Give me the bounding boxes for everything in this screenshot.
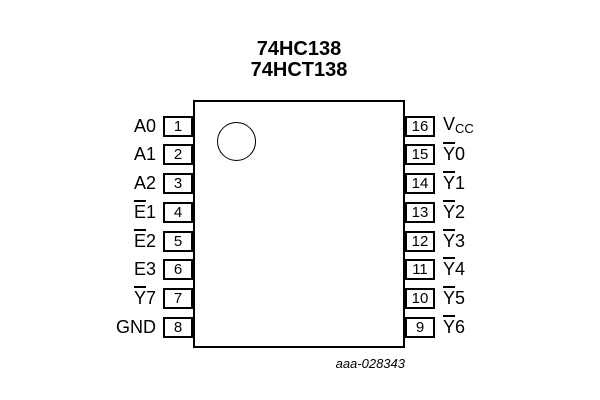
pin-number-box-1: 1 [163, 115, 193, 137]
pin-row-left-2: A1 2 [0, 144, 193, 166]
pin-number-box-5: 5 [163, 230, 193, 252]
pin-label-rest: 6 [455, 316, 466, 337]
pin1-indicator-circle [217, 122, 256, 161]
pin-row-right-10: 10 Y5 [405, 288, 600, 309]
pin-number-box-14: 14 [405, 173, 435, 194]
pin-label-rest: 1 [145, 201, 156, 222]
pin-label-base: Y [443, 230, 456, 251]
pin-label-rest: 1 [455, 173, 466, 193]
pin-number-box-4: 4 [163, 201, 193, 223]
pin-row-left-1: A0 1 [0, 115, 193, 137]
pin-label-base: Y [443, 201, 456, 222]
pin-number-box-7: 7 [163, 288, 193, 309]
pin-label-base: Y [443, 259, 456, 280]
pin-label-base: Y [443, 288, 456, 308]
pin-label-rest: 0 [455, 144, 466, 165]
pin-label-base: E [133, 201, 146, 222]
pin-label-rest: 2 [455, 201, 466, 222]
pin-row-right-11: 11 Y4 [405, 259, 600, 281]
pin-label-Y3: Y3 [443, 231, 465, 252]
pin-label-rest: 2 [145, 230, 156, 251]
pin-label-rest: A2 [133, 173, 156, 193]
pin-label-GND: GND [0, 317, 156, 338]
pin-label-rest: A1 [133, 144, 156, 165]
pin-number-box-8: 8 [163, 316, 193, 338]
pin-label-rest: GND [116, 316, 156, 337]
pin-row-left-3: A2 3 [0, 173, 193, 194]
pin-number-box-10: 10 [405, 288, 435, 309]
pin-label-A1: A1 [0, 144, 156, 165]
pin-label-rest: E3 [133, 259, 156, 280]
pin-label-Y4: Y4 [443, 259, 465, 280]
pin-number-box-12: 12 [405, 230, 435, 252]
pin-number-box-2: 2 [163, 144, 193, 166]
pin-number-box-9: 9 [405, 316, 435, 338]
pin-label-rest: A0 [133, 115, 156, 136]
chip-title-line1: 74HC138 [256, 38, 342, 60]
pin-label-E1: E1 [0, 202, 156, 223]
pin-label-A0: A0 [0, 116, 156, 137]
pin-label-rest: 5 [455, 288, 466, 308]
pin-number-box-6: 6 [163, 259, 193, 281]
pin-label-rest: 3 [455, 230, 466, 251]
pin-row-right-16: 16 VCC [405, 114, 600, 139]
pin-label-E2: E2 [0, 231, 156, 252]
pin-row-right-12: 12 Y3 [405, 230, 600, 252]
pin-row-left-6: E3 6 [0, 259, 193, 281]
pin-row-left-8: GND 8 [0, 316, 193, 338]
pin-row-right-13: 13 Y2 [405, 201, 600, 223]
pin-label-Y7: Y7 [0, 288, 156, 309]
pin-label-A2: A2 [0, 173, 156, 194]
pin-label-base: Y [443, 173, 456, 193]
pin-label-E3: E3 [0, 259, 156, 280]
chip-title-line2: 74HCT138 [250, 58, 348, 81]
pin-label-base: Y [443, 316, 456, 337]
pin-label-Y5: Y5 [443, 288, 465, 309]
pin-label-Y1: Y1 [443, 173, 465, 194]
pin-label-subscript: CC [455, 120, 474, 136]
pin-row-right-15: 15 Y0 [405, 144, 600, 166]
pin-label-base: E [133, 230, 146, 251]
pin-label-Y6: Y6 [443, 317, 465, 338]
pin-label-base: Y [133, 288, 146, 308]
pin-number-box-15: 15 [405, 144, 435, 166]
pin-label-Y2: Y2 [443, 202, 465, 223]
pin-label-VCC: VCC [443, 114, 474, 139]
pin-label-Y0: Y0 [443, 144, 465, 165]
chip-title: 74HC138 74HCT138 [251, 39, 348, 80]
pin-label-base: Y [443, 144, 456, 165]
figure-reference-caption: aaa-028343 [335, 356, 405, 371]
pin-number-box-13: 13 [405, 201, 435, 223]
pin-label-base: V [443, 113, 456, 134]
pin-number-box-3: 3 [163, 173, 193, 194]
pin-number-box-16: 16 [405, 115, 435, 137]
pin-row-right-14: 14 Y1 [405, 173, 600, 194]
pin-number-box-11: 11 [405, 259, 435, 281]
pin-label-rest: 4 [455, 259, 466, 280]
pin-label-rest: 7 [145, 288, 156, 308]
